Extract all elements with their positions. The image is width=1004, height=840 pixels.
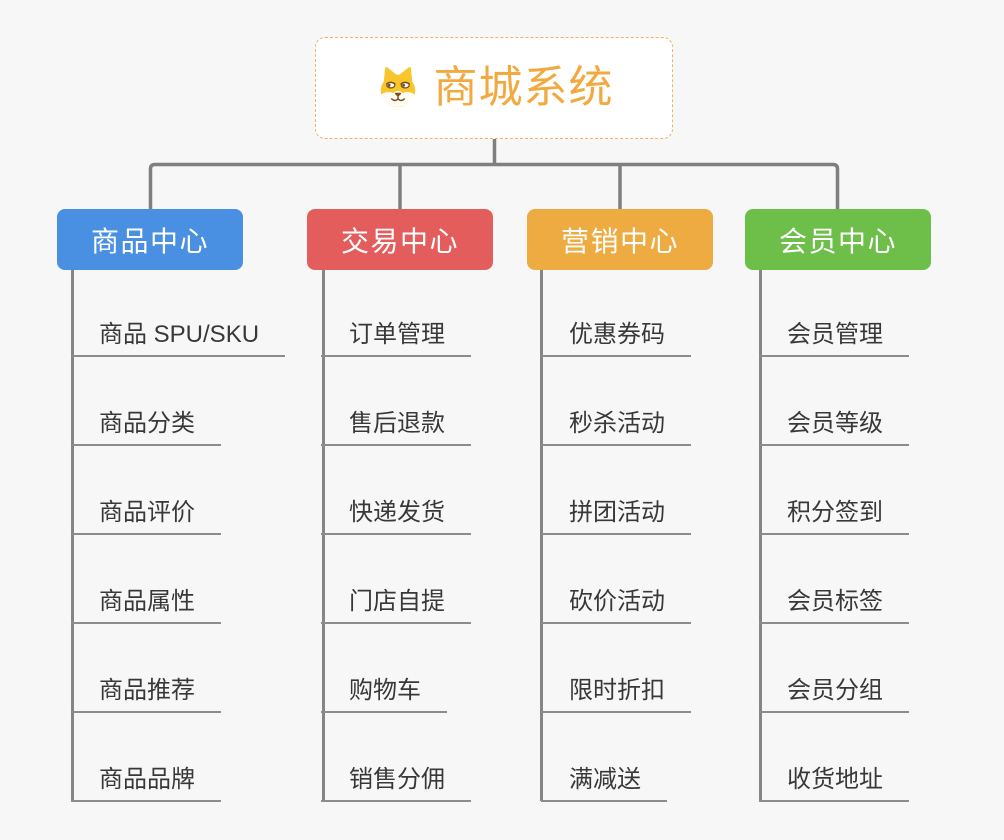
branch-label: 会员中心 [778,225,897,257]
topic-item[interactable]: 秒杀活动 [541,411,691,446]
topic-item[interactable]: 拼团活动 [541,500,691,535]
topic-item[interactable]: 购物车 [321,678,447,713]
topic-item[interactable]: 砍价活动 [541,589,691,624]
topic-item[interactable]: 收货地址 [759,767,909,802]
topic-item[interactable]: 商品属性 [71,589,221,624]
topic-item[interactable]: 会员管理 [759,322,909,357]
branch-label: 营销中心 [560,225,679,257]
topic-item[interactable]: 门店自提 [321,589,471,624]
branch-label: 交易中心 [340,225,459,257]
branch-item-list-product-center: 商品 SPU/SKU 商品分类商品评价商品属性商品推荐商品品牌 [71,270,286,802]
topic-item[interactable]: 售后退款 [321,411,471,446]
topic-item[interactable]: 积分签到 [759,500,909,535]
root-title: 商城系统 [433,63,614,112]
topic-item[interactable]: 会员等级 [759,411,909,446]
branch-node-member-center[interactable]: 会员中心 [745,209,931,270]
topic-item[interactable]: 商品分类 [71,411,221,446]
topic-item[interactable]: 商品品牌 [71,767,221,802]
dog-face-icon [380,67,415,108]
branch-item-list-member-center: 会员管理会员等级积分签到会员标签会员分组收货地址 [759,270,909,802]
topic-item[interactable]: 优惠券码 [541,322,691,357]
topic-item[interactable]: 订单管理 [321,322,471,357]
branch-node-product-center[interactable]: 商品中心 [57,209,243,270]
branch-node-trade-center[interactable]: 交易中心 [307,209,493,270]
topic-item[interactable]: 商品评价 [71,500,221,535]
topic-item[interactable]: 快递发货 [321,500,471,535]
topic-item[interactable]: 商品推荐 [71,678,221,713]
root-node[interactable]: 商城系统 [315,37,673,139]
topic-item[interactable]: 销售分佣 [321,767,471,802]
topic-item[interactable]: 会员分组 [759,678,909,713]
topic-item[interactable]: 商品 SPU/SKU [71,322,286,357]
branch-label: 商品中心 [90,225,209,257]
topic-item[interactable]: 会员标签 [759,589,909,624]
topic-item[interactable]: 限时折扣 [541,678,691,713]
branch-node-marketing-center[interactable]: 营销中心 [527,209,713,270]
branch-item-list-marketing-center: 优惠券码秒杀活动拼团活动砍价活动限时折扣满减送 [541,270,691,802]
branch-item-list-trade-center: 订单管理售后退款快递发货门店自提购物车销售分佣 [321,270,471,802]
topic-item[interactable]: 满减送 [541,767,667,802]
